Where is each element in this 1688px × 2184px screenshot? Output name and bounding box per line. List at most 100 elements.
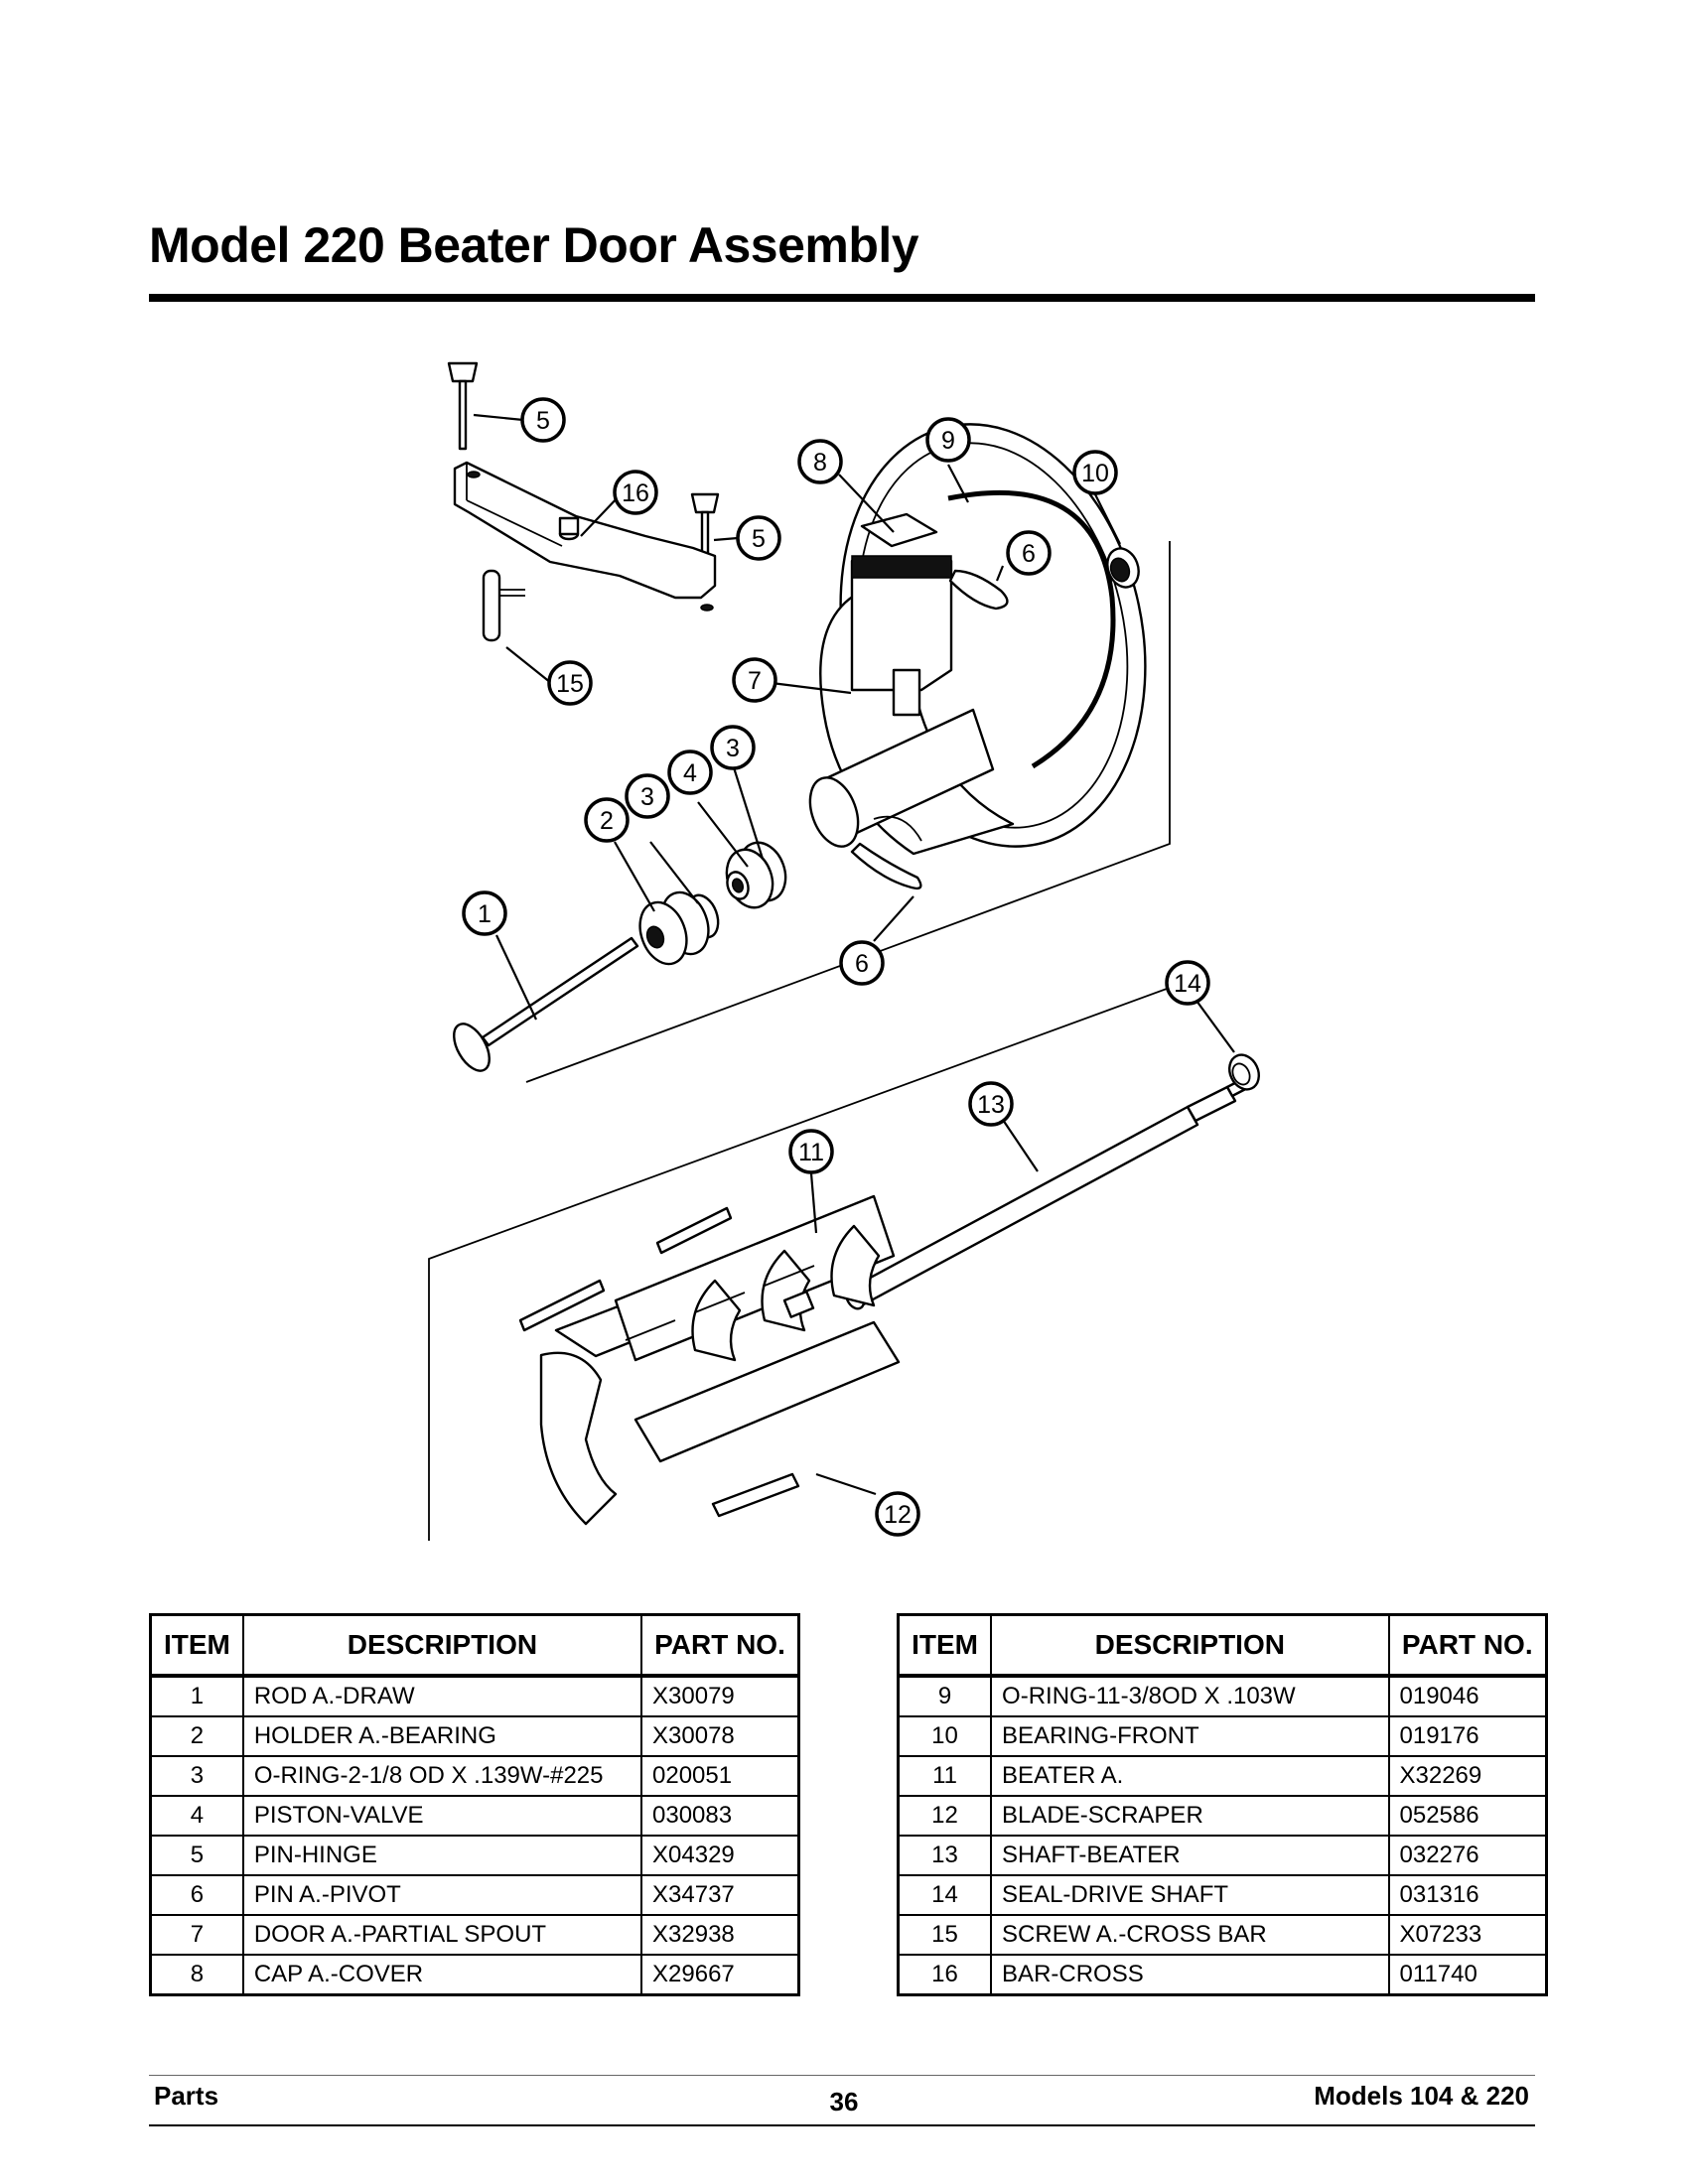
part-description: BLADE-SCRAPER [990, 1795, 1390, 1837]
part-number: 030083 [640, 1795, 800, 1837]
part-number: 011740 [1387, 1954, 1548, 1996]
svg-text:13: 13 [977, 1091, 1005, 1119]
part-number: 031316 [1387, 1874, 1548, 1916]
item-number: 12 [897, 1795, 993, 1837]
footer-rule [149, 2124, 1535, 2126]
svg-text:15: 15 [556, 670, 584, 698]
part-number: X32269 [1387, 1755, 1548, 1797]
callout-12: 12 [875, 1491, 920, 1537]
part-description: O-RING-11-3/8OD X .103W [990, 1675, 1390, 1717]
svg-text:10: 10 [1081, 460, 1109, 487]
part-number: X32938 [640, 1914, 800, 1956]
item-number: 7 [149, 1914, 244, 1956]
part-number: X34737 [640, 1874, 800, 1916]
column-header-description: DESCRIPTION [241, 1613, 643, 1678]
pivot-pin-upper-part [948, 569, 1009, 611]
callout-10: 10 [1072, 450, 1118, 495]
item-number: 2 [149, 1715, 244, 1757]
svg-text:3: 3 [640, 783, 654, 811]
beater-part [539, 1194, 901, 1526]
svg-text:1: 1 [478, 900, 492, 928]
part-description: CAP A.-COVER [241, 1954, 643, 1996]
svg-text:11: 11 [798, 1139, 824, 1166]
column-header-item: ITEM [149, 1613, 244, 1678]
large-oring-part [947, 489, 1116, 769]
callout-7: 7 [732, 657, 777, 703]
part-description: DOOR A.-PARTIAL SPOUT [241, 1914, 643, 1956]
callout-6: 6 [839, 940, 885, 986]
cross-bar-part [453, 461, 717, 612]
item-number: 8 [149, 1954, 244, 1996]
callout-4: 4 [667, 750, 713, 795]
item-number: 1 [149, 1675, 244, 1717]
cross-bar-screw-part [482, 569, 525, 642]
item-number: 11 [897, 1755, 993, 1797]
column-header-item: ITEM [897, 1613, 993, 1678]
callout-9: 9 [925, 417, 971, 463]
page-title: Model 220 Beater Door Assembly [149, 217, 919, 273]
part-number: 019176 [1387, 1715, 1548, 1757]
callout-5: 5 [520, 397, 566, 443]
part-number: 032276 [1387, 1835, 1548, 1876]
callout-16: 16 [613, 470, 658, 515]
exploded-parts-diagram: 5 16 5 15 8 9 10 6 7 3 4 3 2 1 6 14 13 1… [428, 361, 1260, 1541]
item-number: 5 [149, 1835, 244, 1876]
callout-6: 6 [1006, 530, 1052, 576]
part-number: X04329 [640, 1835, 800, 1876]
item-number: 13 [897, 1835, 993, 1876]
page-number: 36 [829, 2087, 859, 2116]
part-description: BEARING-FRONT [990, 1715, 1390, 1757]
callout-3: 3 [710, 725, 756, 770]
item-number: 3 [149, 1755, 244, 1797]
callout-2: 2 [584, 797, 630, 843]
callout-14: 14 [1165, 960, 1210, 1006]
pivot-pin-lower-part [850, 842, 922, 890]
svg-text:12: 12 [884, 1501, 912, 1529]
footer-model-label: Models 104 & 220 [1314, 2081, 1529, 2111]
part-description: PIN A.-PIVOT [241, 1874, 643, 1916]
part-description: SEAL-DRIVE SHAFT [990, 1874, 1390, 1916]
part-description: SCREW A.-CROSS BAR [990, 1914, 1390, 1956]
part-description: O-RING-2-1/8 OD X .139W-#225 [241, 1755, 643, 1797]
callout-11: 11 [788, 1129, 834, 1174]
callout-3: 3 [625, 773, 670, 819]
item-number: 16 [897, 1954, 993, 1996]
item-number: 6 [149, 1874, 244, 1916]
beater-door-part [808, 423, 1147, 856]
callout-13: 13 [968, 1081, 1014, 1127]
beater-shaft-part [844, 1072, 1259, 1310]
hinge-pin-part [447, 361, 479, 451]
item-number: 14 [897, 1874, 993, 1916]
part-number: X07233 [1387, 1914, 1548, 1956]
svg-text:5: 5 [536, 407, 550, 435]
part-number: X29667 [640, 1954, 800, 1996]
footer-rule [149, 2075, 1535, 2076]
item-number: 15 [897, 1914, 993, 1956]
draw-rod-part [453, 936, 639, 1072]
part-number: X30079 [640, 1675, 800, 1717]
scraper-blade-part [518, 1279, 606, 1332]
piston-valve-part [725, 841, 787, 909]
svg-text:6: 6 [855, 950, 869, 978]
column-header-part-no: PART NO. [1387, 1613, 1548, 1678]
part-description: HOLDER A.-BEARING [241, 1715, 643, 1757]
item-number: 10 [897, 1715, 993, 1757]
leader-lines [473, 413, 1235, 1496]
svg-text:3: 3 [726, 735, 740, 762]
callout-8: 8 [797, 439, 843, 484]
svg-text:16: 16 [622, 479, 649, 507]
item-number: 4 [149, 1795, 244, 1837]
title-rule [149, 294, 1535, 302]
part-number: 019046 [1387, 1675, 1548, 1717]
